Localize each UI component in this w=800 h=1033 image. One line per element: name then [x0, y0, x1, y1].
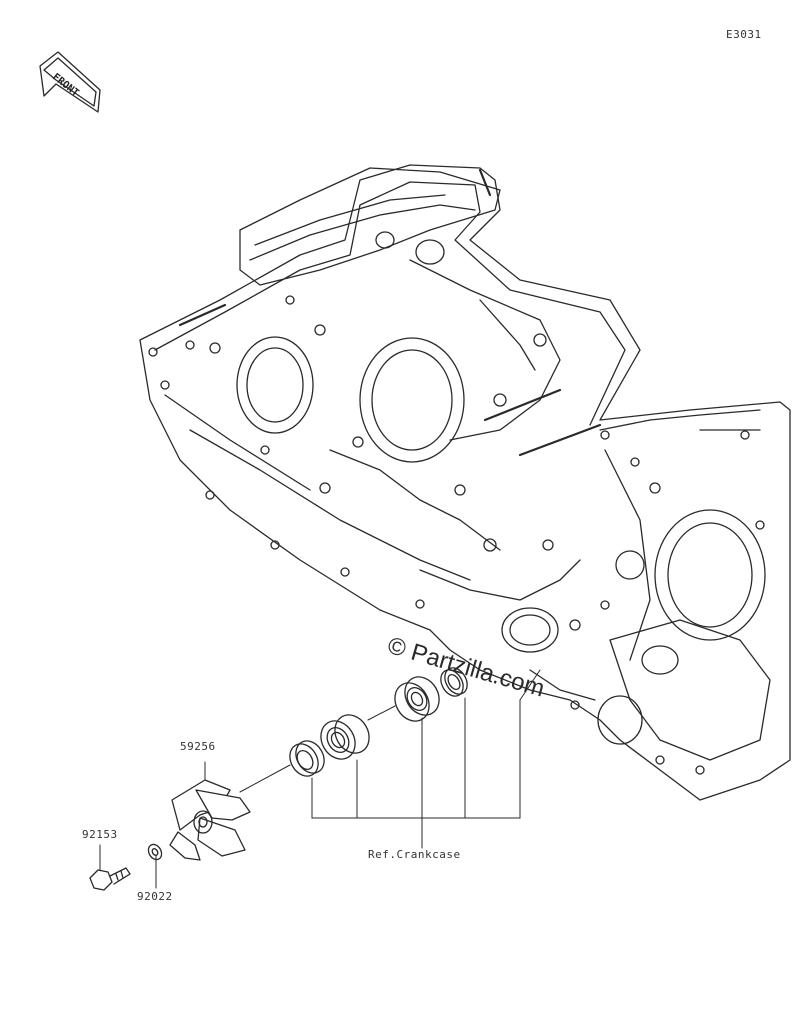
- bolt-holes: [148, 295, 765, 775]
- reference-label: Ref.Crankcase: [368, 848, 461, 861]
- front-arrow-icon: FRONT: [39, 51, 101, 113]
- impeller: [169, 779, 251, 861]
- leader-lines: [99, 669, 541, 889]
- gasket-edges: [178, 168, 602, 457]
- part-label-bolt: 92153: [82, 828, 118, 841]
- part-label-impeller: 59256: [180, 740, 216, 753]
- part-label-washer: 92022: [137, 890, 173, 903]
- bearing: [394, 676, 440, 722]
- mechanical-seal: [320, 714, 370, 760]
- bolt: [89, 867, 131, 891]
- seal-ring-large: [440, 667, 468, 697]
- washer: [147, 843, 163, 861]
- crankcase-outline: [139, 164, 791, 801]
- cylinder-bores: [236, 231, 766, 745]
- oil-seal: [289, 740, 325, 777]
- diagram-code: E3031: [726, 28, 762, 41]
